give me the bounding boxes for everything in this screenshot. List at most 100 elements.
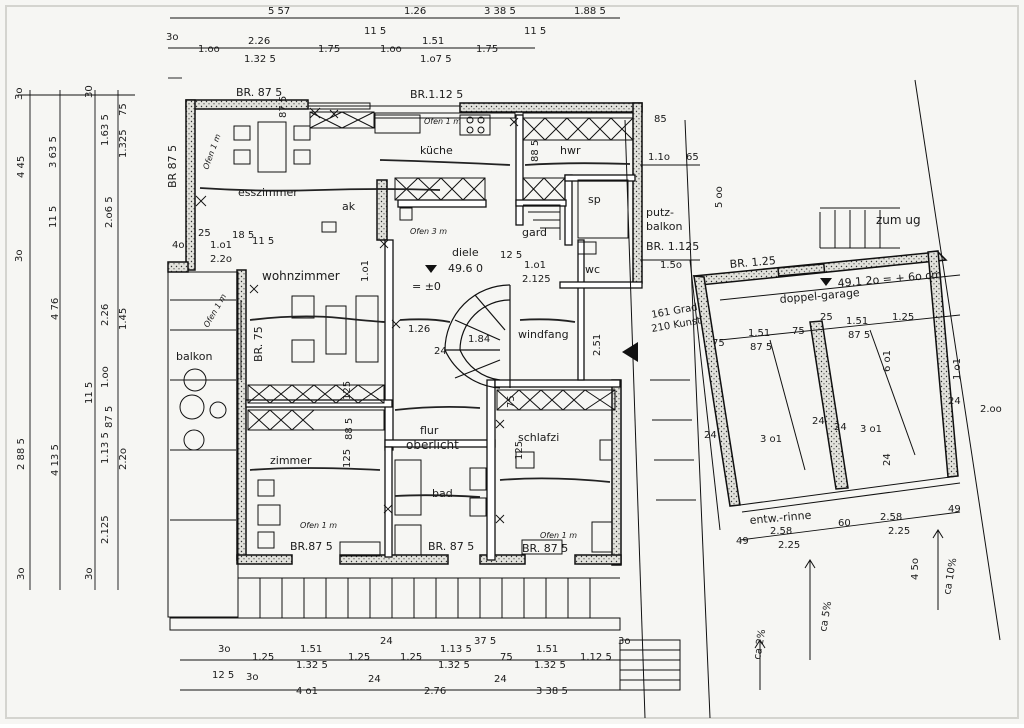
oven-zimmer: Ofen 1 m (300, 521, 337, 530)
room-sp: sp (588, 193, 601, 206)
dim-left-j: 2.o6 5 (104, 196, 115, 228)
dim-in-184: 1.84 (468, 334, 490, 345)
dim-gar-s: 49 (736, 536, 749, 547)
dim-left-v: 3o (16, 568, 27, 580)
dim-bot-r2-b: 3o (246, 672, 258, 683)
bottom-dimensions: 3o 1.25 1.51 1.32 5 1.25 24 1.25 1.13 5 … (212, 636, 630, 697)
dim-in-65: 65 (686, 152, 699, 163)
dim-gar-b2: 87 5 (750, 342, 772, 353)
dim-top-r1-c: 3 38 5 (484, 6, 516, 17)
dim-in-24: 24 (434, 346, 447, 357)
dim-gar-u: 4 5o (910, 558, 921, 580)
garage-walls (692, 250, 959, 507)
dim-in-251: 2.51 (592, 334, 603, 356)
dim-bot-r2-a: 12 5 (212, 670, 234, 681)
window-br875-b1: BR.87 5 (290, 540, 333, 553)
dim-in-esz-c: 18 5 (232, 230, 254, 241)
dim-gar-r: 2.25 (888, 526, 910, 537)
oven-schlafzi: Ofen 1 m (540, 531, 577, 540)
dim-gar-i: 6 o1 (882, 350, 893, 372)
dim-left-s: 2.2o (118, 448, 129, 470)
dim-top-r2-30: 3o (166, 32, 178, 43)
dim-bot-r1-c2: 1.32 5 (296, 660, 328, 671)
dim-top-r2-f: 1.75 (476, 44, 498, 55)
dim-in-875: 87 5 (278, 96, 289, 118)
dim-bot-r1-h2: 1.32 5 (534, 660, 566, 671)
room-zimmer: zimmer (270, 454, 312, 467)
dim-in-1o1: 1.o1 (360, 260, 371, 282)
dim-gar-g: 3 o1 (760, 434, 782, 445)
dim-in-esz-d: 11 5 (252, 236, 274, 247)
room-entw-rinne: entw.-rinne (749, 509, 812, 527)
dim-top-r2-115b: 11 5 (524, 26, 546, 37)
dim-in-200: 2.oo (980, 404, 1002, 415)
room-hwr: hwr (560, 144, 581, 157)
furniture (233, 121, 629, 557)
dim-in-24r: 24 (948, 396, 961, 407)
slope-3: ca 10% (942, 557, 959, 595)
dim-left-d: 11 5 (48, 206, 59, 228)
window-br1125-top: BR.1.12 5 (410, 88, 463, 101)
dim-bot-r1-f2: 1.32 5 (438, 660, 470, 671)
room-ak: ak (342, 200, 356, 213)
dim-bot-r2-f: 24 (494, 674, 507, 685)
dim-gar-q: 2.25 (778, 540, 800, 551)
oven-kueche: Ofen 1 m (424, 117, 461, 126)
dim-in-885b: 88 5 (344, 418, 355, 440)
dim-bot-r2-d: 24 (368, 674, 381, 685)
level-markers (425, 265, 832, 362)
oven-esszimmer: Ofen 1 m (201, 133, 222, 171)
dim-in-75: 75 (506, 395, 517, 408)
dim-in-110: 1.1o (648, 152, 670, 163)
room-bad: bad (432, 487, 453, 500)
dim-left-i: 75 (118, 103, 129, 116)
inner-dimensions: 25 1.o1 18 5 11 5 2.2o 4o 1.o1 12 5 1.o1… (172, 96, 1002, 468)
dim-in-esz-b: 1.o1 (210, 240, 232, 251)
dim-left-a: 3o (14, 88, 25, 100)
dim-in-125: 125 (342, 381, 353, 400)
dim-left-l: 2.26 (100, 304, 111, 326)
storage-bands (247, 384, 616, 431)
dim-bot-r1-b: 1.25 (252, 652, 274, 663)
oven-balkon: Ofen 1 m (202, 292, 228, 329)
dim-in-885: 88 5 (530, 140, 541, 162)
dim-left-p: 2 88 5 (16, 438, 27, 470)
stair-to-ug (523, 204, 900, 249)
dimension-lines (18, 17, 961, 691)
dim-in-101r: 1.o1 (952, 358, 963, 380)
dim-bot-r1-c: 1.51 (300, 644, 322, 655)
window-br125-garage: BR. 1.25 (729, 254, 776, 271)
dim-in-1o1b: 1.o1 (524, 260, 546, 271)
dim-in-40: 4o (172, 240, 184, 251)
room-zum-ug: zum ug (876, 213, 921, 227)
room-esszimmer: esszimmer (238, 186, 298, 199)
pencil-marks (199, 159, 631, 498)
dim-bot-r2-g: 3 38 5 (536, 686, 568, 697)
dim-top-r1-b: 1.26 (404, 6, 426, 17)
top-dimensions: 5 57 1.26 3 38 5 1.88 5 3o 1.oo 2.26 1.3… (166, 6, 606, 65)
diele-zero: = ±0 (412, 280, 441, 293)
dim-top-r2-b: 2.26 (248, 36, 270, 47)
dim-gar-c: 75 (792, 326, 805, 337)
dim-gar-n: 2.58 (770, 526, 792, 537)
dim-bot-r1-a: 3o (218, 644, 230, 655)
dim-left-q: 4 13 5 (50, 444, 61, 476)
dim-bot-r1-h: 1.51 (536, 644, 558, 655)
window-br1125-right: BR. 1.125 (646, 240, 699, 253)
slope-2: ca 5% (818, 600, 834, 632)
dim-top-r2-b2: 1.32 5 (244, 54, 276, 65)
dim-left-o: 11 5 (84, 382, 95, 404)
left-dimensions: 3o 4 45 3 63 5 11 5 3o 30 1.63 5 1.325 7… (14, 85, 129, 580)
dim-gar-o: 60 (838, 518, 851, 529)
room-windfang: windfang (518, 328, 569, 341)
dim-gar-k: 24 (812, 416, 825, 427)
dim-left-u: 2.125 (100, 515, 111, 544)
dim-top-r1-d: 1.88 5 (574, 6, 606, 17)
dim-gar-t: 49 (948, 504, 961, 515)
dim-left-w: 3o (84, 568, 95, 580)
dim-gar-p: 2.58 (880, 512, 902, 523)
dim-left-r: 1.13 5 (100, 432, 111, 464)
dim-left-k: 4 76 (50, 298, 61, 320)
dim-in-125c: 125 (514, 441, 525, 460)
